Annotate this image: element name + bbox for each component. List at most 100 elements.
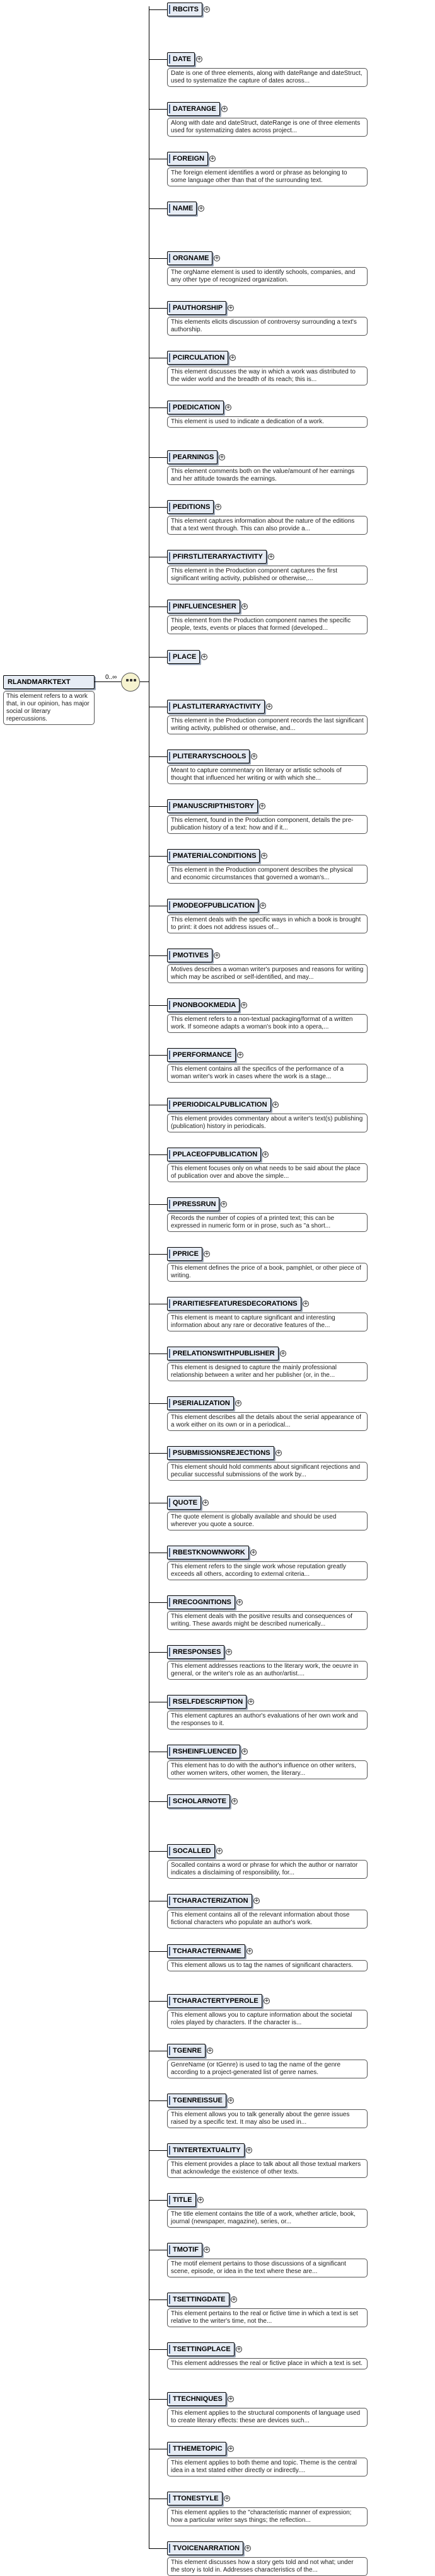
- expand-icon[interactable]: +: [228, 2097, 234, 2104]
- element-box[interactable]: PEARNINGS: [167, 450, 218, 464]
- expand-icon[interactable]: +: [262, 1151, 269, 1158]
- element-box[interactable]: TGENRE: [167, 2044, 206, 2058]
- expand-icon[interactable]: +: [204, 1251, 210, 1257]
- expand-icon[interactable]: +: [272, 1102, 279, 1108]
- expand-icon[interactable]: +: [219, 454, 225, 460]
- expand-icon[interactable]: +: [225, 404, 231, 411]
- element-box[interactable]: PLASTLITERARYACTIVITY: [167, 700, 265, 714]
- expand-icon[interactable]: +: [235, 1400, 241, 1406]
- element-box[interactable]: PPERFORMANCE: [167, 1048, 236, 1062]
- element-box[interactable]: SCHOLARNOTE: [167, 1794, 230, 1808]
- element-box[interactable]: TINTERTEXTUALITY: [167, 2143, 245, 2157]
- expand-icon[interactable]: +: [207, 2048, 213, 2054]
- expand-icon[interactable]: +: [224, 2495, 230, 2502]
- element-box[interactable]: TCHARACTERIZATION: [167, 1894, 252, 1908]
- element-box[interactable]: PMOTIVES: [167, 949, 212, 962]
- element-box[interactable]: PPRICE: [167, 1247, 202, 1261]
- expand-icon[interactable]: +: [216, 1848, 223, 1854]
- element-box[interactable]: PEDITIONS: [167, 500, 214, 514]
- expand-icon[interactable]: +: [228, 2446, 234, 2452]
- expand-icon[interactable]: +: [204, 2247, 210, 2253]
- expand-icon[interactable]: +: [251, 753, 257, 760]
- expand-icon[interactable]: +: [241, 1748, 248, 1755]
- element-box[interactable]: PAUTHORSHIP: [167, 301, 227, 315]
- element-box[interactable]: PLITERARYSCHOOLS: [167, 749, 250, 763]
- element-box[interactable]: RRECOGNITIONS: [167, 1595, 235, 1609]
- expand-icon[interactable]: +: [303, 1301, 309, 1307]
- expand-icon[interactable]: +: [261, 853, 267, 859]
- sequence-compositor-icon[interactable]: [121, 673, 140, 692]
- element-box[interactable]: PINFLUENCESHER: [167, 600, 240, 613]
- expand-icon[interactable]: +: [276, 1450, 282, 1456]
- expand-icon[interactable]: +: [236, 2346, 242, 2352]
- element-box[interactable]: FOREIGN: [167, 152, 209, 166]
- element-box[interactable]: PFIRSTLITERARYACTIVITY: [167, 550, 267, 564]
- expand-icon[interactable]: +: [264, 1998, 270, 2004]
- element-box[interactable]: TSETTINGPLACE: [167, 2342, 235, 2356]
- expand-icon[interactable]: +: [196, 56, 202, 62]
- element-box[interactable]: PCIRCULATION: [167, 351, 229, 365]
- element-box[interactable]: QUOTE: [167, 1496, 202, 1510]
- element-box[interactable]: TTHEMETOPIC: [167, 2442, 226, 2456]
- expand-icon[interactable]: +: [236, 1599, 243, 1605]
- element-box[interactable]: SOCALLED: [167, 1844, 215, 1858]
- element-box[interactable]: RBESTKNOWNWORK: [167, 1546, 249, 1559]
- expand-icon[interactable]: +: [248, 1699, 254, 1705]
- expand-icon[interactable]: +: [260, 903, 266, 909]
- element-box[interactable]: PPLACEOFPUBLICATION: [167, 1148, 262, 1161]
- element-box[interactable]: PSUBMISSIONSREJECTIONS: [167, 1446, 274, 1460]
- element-box[interactable]: PRELATIONSWITHPUBLISHER: [167, 1347, 279, 1360]
- element-box[interactable]: PSERIALIZATION: [167, 1396, 234, 1410]
- element-box[interactable]: RBCITS: [167, 3, 202, 16]
- expand-icon[interactable]: +: [237, 1052, 243, 1058]
- expand-icon[interactable]: +: [197, 2197, 204, 2203]
- element-box[interactable]: PMODEOFPUBLICATION: [167, 899, 258, 913]
- element-box[interactable]: RSHEINFLUENCED: [167, 1745, 241, 1758]
- expand-icon[interactable]: +: [201, 654, 207, 660]
- expand-icon[interactable]: +: [241, 603, 248, 610]
- expand-icon[interactable]: +: [268, 554, 274, 560]
- expand-icon[interactable]: +: [231, 2296, 237, 2303]
- expand-icon[interactable]: +: [231, 1798, 238, 1804]
- element-box[interactable]: PDEDICATION: [167, 401, 224, 414]
- element-box[interactable]: DATERANGE: [167, 102, 220, 116]
- element-box[interactable]: PPRESSRUN: [167, 1197, 220, 1211]
- expand-icon[interactable]: +: [215, 504, 221, 510]
- expand-icon[interactable]: +: [214, 255, 220, 261]
- expand-icon[interactable]: +: [253, 1898, 260, 1904]
- element-box[interactable]: PNONBOOKMEDIA: [167, 998, 240, 1012]
- expand-icon[interactable]: +: [226, 1649, 232, 1655]
- element-box[interactable]: PLACE: [167, 650, 200, 664]
- element-box[interactable]: PMATERIALCONDITIONS: [167, 849, 260, 863]
- element-box[interactable]: PMANUSCRIPTHISTORY: [167, 799, 258, 813]
- element-box[interactable]: ORGNAME: [167, 251, 213, 265]
- element-box[interactable]: TITLE: [167, 2193, 196, 2207]
- element-box[interactable]: PRARITIESFEATURESDECORATIONS: [167, 1297, 301, 1311]
- element-box[interactable]: TCHARACTERTYPEROLE: [167, 1994, 262, 2008]
- expand-icon[interactable]: +: [202, 1500, 209, 1506]
- expand-icon[interactable]: +: [228, 305, 234, 311]
- element-box[interactable]: TGENREISSUE: [167, 2094, 226, 2107]
- expand-icon[interactable]: +: [198, 205, 204, 212]
- expand-icon[interactable]: +: [228, 2396, 234, 2402]
- element-box[interactable]: TTONESTYLE: [167, 2492, 223, 2505]
- root-element-box[interactable]: RLANDMARKTEXT: [3, 675, 95, 689]
- expand-icon[interactable]: +: [221, 106, 228, 112]
- expand-icon[interactable]: +: [214, 952, 220, 959]
- expand-icon[interactable]: +: [246, 2147, 252, 2153]
- expand-icon[interactable]: +: [241, 1002, 247, 1008]
- element-box[interactable]: TMOTIF: [167, 2243, 202, 2257]
- expand-icon[interactable]: +: [209, 156, 216, 162]
- element-box[interactable]: DATE: [167, 52, 195, 66]
- expand-icon[interactable]: +: [280, 1350, 286, 1357]
- element-box[interactable]: PPERIODICALPUBLICATION: [167, 1098, 271, 1112]
- element-box[interactable]: RRESPONSES: [167, 1645, 225, 1659]
- element-box[interactable]: NAME: [167, 202, 197, 215]
- expand-icon[interactable]: +: [245, 2545, 251, 2551]
- element-box[interactable]: RSELFDESCRIPTION: [167, 1695, 247, 1709]
- expand-icon[interactable]: +: [259, 803, 265, 809]
- expand-icon[interactable]: +: [246, 1948, 253, 1954]
- element-box[interactable]: TVOICENARRATION: [167, 2541, 244, 2555]
- element-box[interactable]: TTECHNIQUES: [167, 2392, 226, 2406]
- expand-icon[interactable]: +: [221, 1201, 227, 1207]
